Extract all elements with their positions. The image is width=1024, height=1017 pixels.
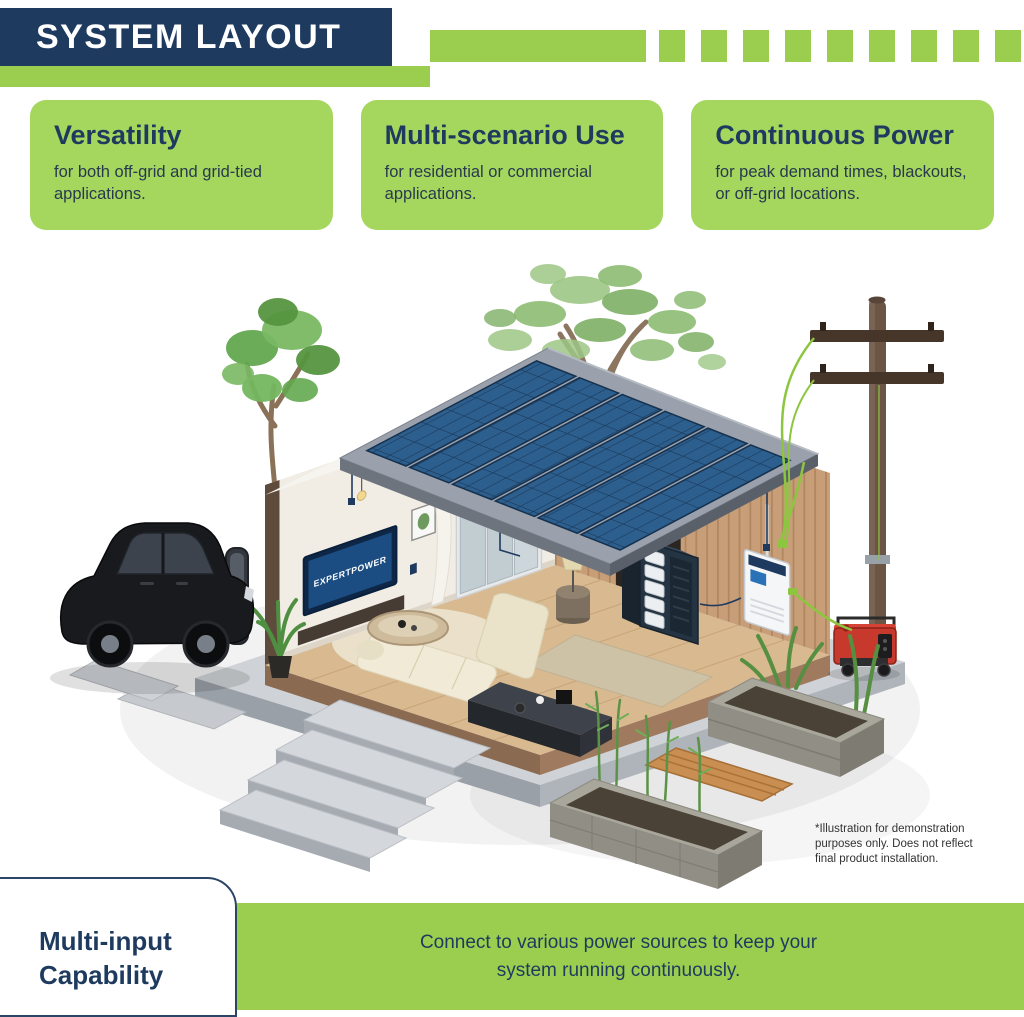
footer-banner: Connect to various power sources to keep… [213, 903, 1024, 1010]
card-title: Multi-scenario Use [384, 120, 625, 150]
header-accent-bars [430, 30, 1024, 62]
wood-accent-panel [265, 480, 280, 665]
utility-pole [810, 296, 944, 645]
footer-title: Multi-input Capability [39, 926, 172, 990]
kitchen-island [468, 682, 612, 757]
sofa [356, 592, 549, 704]
card-body: for both off-grid and grid-tied applicat… [54, 163, 262, 204]
feature-card-multi-scenario: Multi-scenario Use for residential or co… [360, 100, 664, 230]
card-body: for peak demand times, blackouts, or off… [715, 163, 967, 204]
feature-cards: Versatility for both off-grid and grid-t… [0, 100, 1024, 230]
accent-dash [995, 30, 1021, 62]
accent-dash [701, 30, 727, 62]
solar-panel [579, 444, 792, 551]
accent-dash [869, 30, 895, 62]
solar-panel [365, 360, 578, 467]
car [50, 522, 255, 694]
pavement-tiles [68, 659, 248, 730]
planter-lower [548, 690, 764, 889]
planter-upper [706, 626, 886, 777]
footer-message: Connect to various power sources to keep… [419, 931, 818, 981]
tree-center [484, 264, 726, 443]
front-steps [218, 699, 492, 872]
wall-switch [410, 562, 417, 576]
accent-dash [953, 30, 979, 62]
title-underline-bar [0, 66, 430, 87]
scene-illustration: EXPERTPOWER [50, 264, 944, 889]
title-banner: SYSTEM LAYOUT [0, 8, 392, 66]
indoor-plant [248, 598, 306, 678]
accent-dash [827, 30, 853, 62]
page-title: SYSTEM LAYOUT [36, 17, 342, 56]
roof-edge [610, 454, 818, 576]
garden-bench [644, 747, 794, 802]
power-lines [777, 337, 880, 632]
accent-dashes [659, 30, 1024, 62]
roof [338, 347, 820, 576]
media-console [297, 595, 405, 646]
disclaimer-note: *Illustration for demonstration purposes… [815, 823, 973, 866]
accent-dash [785, 30, 811, 62]
solar-panel [407, 376, 621, 484]
accent-bar-long [430, 30, 646, 62]
tv-screen [308, 532, 392, 610]
generator [828, 616, 900, 681]
card-body: for residential or commercial applicatio… [384, 163, 592, 204]
roof-eave [340, 458, 610, 576]
patio-rug [523, 634, 714, 708]
accent-dash [911, 30, 937, 62]
feature-card-versatility: Versatility for both off-grid and grid-t… [30, 100, 333, 230]
scene-container: EXPERTPOWER [0, 230, 1024, 910]
curtain [430, 482, 452, 607]
accent-dash [659, 30, 685, 62]
solar-panel [493, 410, 707, 518]
card-title: Versatility [54, 120, 182, 150]
garden-planters [548, 626, 886, 889]
solar-panel [536, 427, 749, 535]
car-headlight [244, 586, 254, 602]
coffee-table [367, 610, 449, 646]
card-title: Continuous Power [715, 120, 954, 150]
car-window [115, 532, 216, 575]
tv: EXPERTPOWER [302, 525, 398, 617]
accent-dash [743, 30, 769, 62]
solar-panel [450, 393, 664, 501]
tree-left [222, 298, 340, 501]
solar-panel-array [365, 360, 792, 551]
feature-card-continuous-power: Continuous Power for peak demand times, … [691, 100, 995, 230]
footer-label-box: Multi-input Capability [0, 877, 237, 1017]
floor-lamp [556, 551, 590, 624]
